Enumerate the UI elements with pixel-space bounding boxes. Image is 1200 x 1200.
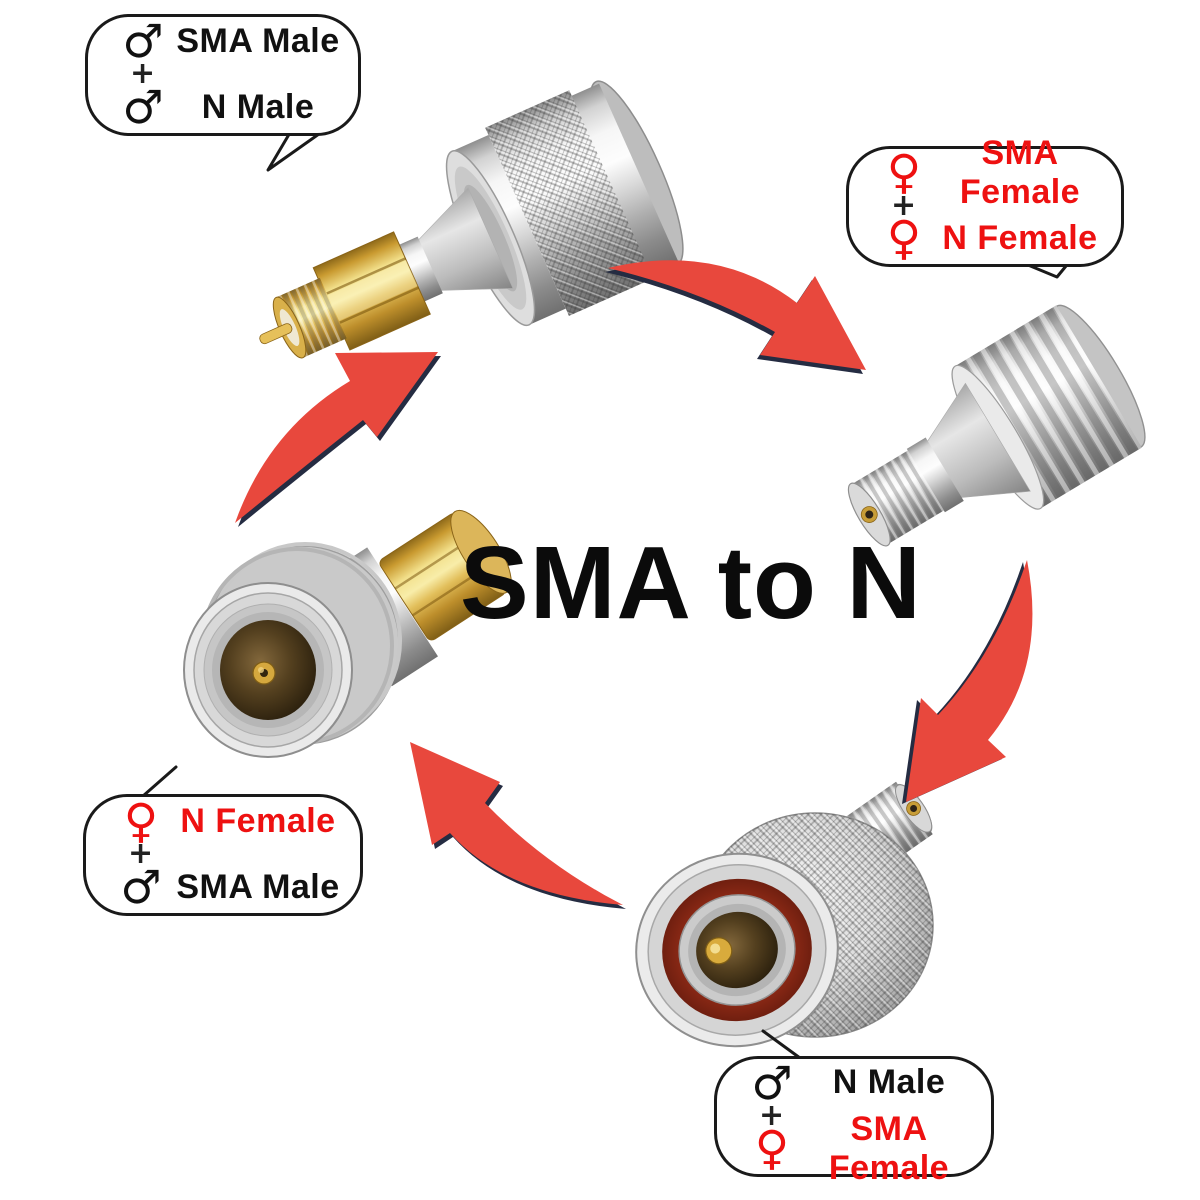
plus-sign: + [891,187,917,223]
callout-row: ♂ SMA Male [112,864,346,910]
male-icon: ♂ [120,860,162,914]
connector-label: N Female [942,219,1098,257]
female-icon: ♀ [754,1121,790,1176]
connector-label: SMA Female [828,1109,950,1187]
plus-sign: + [759,1097,785,1133]
sma-female-socket-hole [865,510,874,519]
sma-female-socket-hole [910,804,918,812]
callout-row: ♂ N Male [743,1060,977,1106]
arrow-top-to-right [608,260,866,370]
n-female-thread-texture [955,305,1142,509]
connector-label: SMA Male [176,21,340,60]
male-icon: ♂ [122,14,164,68]
male-icon: ♂ [751,1055,793,1110]
arrow-left-to-top [235,352,438,523]
female-icon: ♀ [886,145,922,200]
connector-label: SMA Male [176,867,340,906]
callout-row: ♀ SMA Female [875,134,1107,211]
adapter-n-male-to-sma-female [635,781,934,1048]
adapter-sma-male-to-n-male [259,80,684,359]
connector-label: SMA Female [959,133,1081,211]
adapter-sma-female-to-n-female [847,304,1146,547]
sma-thread-texture [276,277,347,358]
hex-highlight [325,260,418,322]
arrow-right-to-bottom [906,560,1033,802]
callout-bottom-left: ♀ N Female + ♂ SMA Male [83,794,363,916]
callout-row: ♀ N Female [112,793,346,849]
arrow-bottom-to-left [410,742,623,905]
adapter-n-female-to-sma-male [183,509,512,758]
male-icon: ♂ [122,80,164,134]
callout-bottom: ♂ N Male + ♀ SMA Female [714,1056,994,1187]
connector-label: N Male [201,87,315,126]
plus-sign: + [130,56,156,91]
callout-row: ♀ SMA Female [743,1110,977,1187]
female-icon: ♀ [886,211,922,266]
callout-row: ♀ N Female [875,211,1107,266]
plus-sign: + [128,836,154,871]
connector-label: N Female [180,801,336,840]
connector-label: N Male [832,1063,946,1101]
hex-end-cap [450,509,512,594]
silver-collar [906,437,964,513]
callout-tail-bottom [761,1029,802,1060]
n-male-back-band [568,83,678,275]
n-male-knurl-texture [485,90,654,316]
silver-collar [397,236,443,303]
hex-facet-lines [324,257,419,325]
page-title: SMA to N [460,525,922,640]
callout-tail-top-right [1026,263,1068,279]
callout-row: ♂ N Male [114,84,344,130]
socket-highlight [258,667,264,673]
n-male-cavity [696,911,778,989]
callout-row: ♂ SMA Male [114,18,344,64]
sma-center-pin [259,323,293,345]
pin-tip-highlight [710,943,721,954]
callout-top-left: ♂ SMA Male + ♂ N Male [85,14,361,136]
callout-tail-top-left [266,127,328,172]
callout-top-right: ♀ SMA Female + ♀ N Female [846,134,1124,267]
female-icon: ♀ [123,793,159,849]
